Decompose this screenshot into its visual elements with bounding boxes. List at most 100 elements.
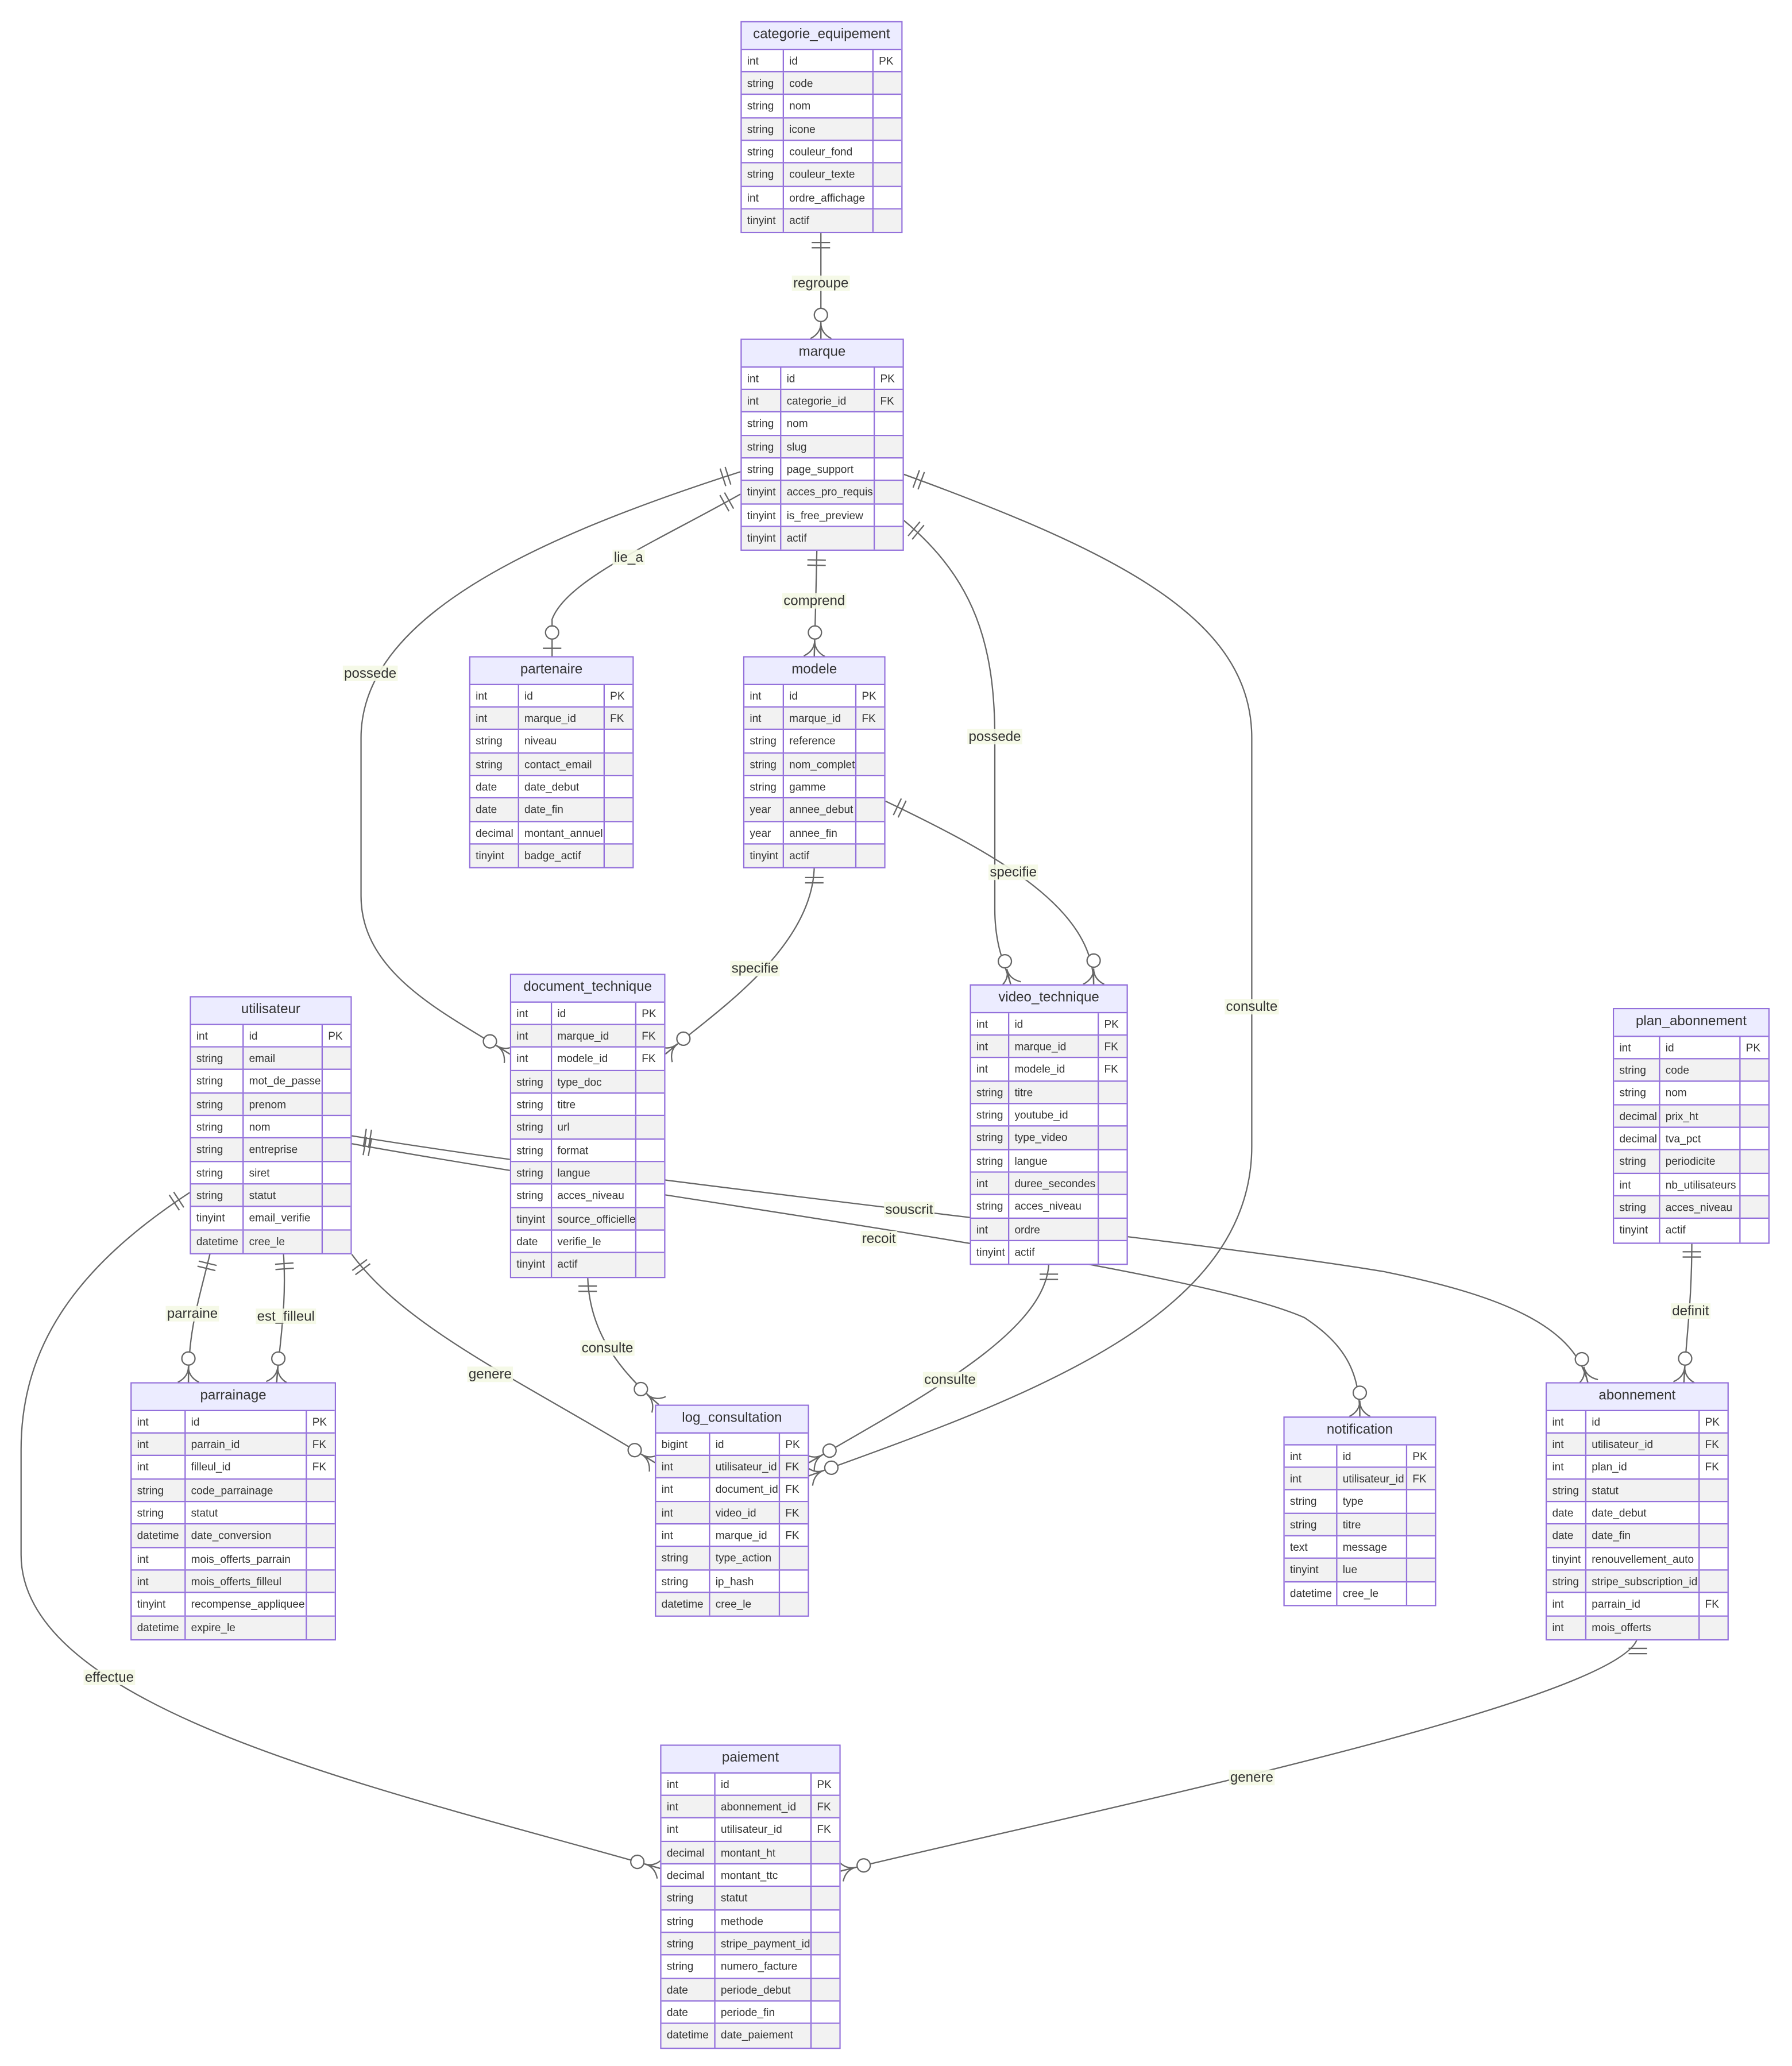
- attribute-name: id: [1586, 1410, 1700, 1432]
- edge-path: [20, 1191, 664, 1879]
- attribute-name: titre: [1338, 1513, 1408, 1535]
- attribute-name: slug: [781, 435, 875, 457]
- entity-title: categorie_equipement: [741, 22, 902, 50]
- attribute-key: PK: [880, 370, 895, 384]
- attribute-type: int: [132, 1410, 186, 1432]
- relationship-est-filleul: est_filleul: [256, 1250, 316, 1384]
- attribute-type: string: [742, 458, 782, 480]
- attribute-type: string: [511, 1116, 553, 1138]
- attribute-key: [1700, 1502, 1727, 1523]
- attribute-name: actif: [1660, 1219, 1741, 1242]
- attribute-type: int: [1285, 1468, 1338, 1489]
- relationship-consulte-document: consulte: [578, 1273, 666, 1413]
- attribute-type: string: [742, 95, 784, 117]
- attribute-type: string: [744, 775, 784, 798]
- attribute-type: string: [470, 753, 519, 775]
- attribute-type: datetime: [191, 1230, 244, 1253]
- attribute-name: periodicite: [1660, 1150, 1741, 1172]
- attribute-key: FK: [785, 1505, 800, 1519]
- edge-label-background: [1229, 1770, 1275, 1786]
- attribute-type: tinyint: [470, 844, 519, 868]
- attribute-name: date_fin: [1586, 1524, 1700, 1547]
- entity-title: plan_abonnement: [1614, 1009, 1768, 1037]
- attribute-name: actif: [784, 844, 857, 868]
- attribute-key: [307, 1570, 335, 1592]
- attribute-name: nom_complet: [784, 753, 857, 775]
- attribute-name: statut: [244, 1184, 323, 1206]
- attribute-name: id: [186, 1410, 307, 1432]
- attribute-key: [812, 1956, 839, 1977]
- attribute-name: acces_niveau: [1660, 1196, 1741, 1218]
- entity-title: paiement: [661, 1746, 840, 1773]
- attribute-type: int: [1547, 1433, 1587, 1455]
- attribute-type: date: [662, 2001, 716, 2023]
- attribute-key: PK: [817, 1777, 832, 1790]
- attribute-type: datetime: [656, 1593, 710, 1616]
- edge-label-background: [988, 864, 1038, 881]
- attribute-type: datetime: [132, 1524, 186, 1547]
- attribute-name: icone: [784, 118, 874, 140]
- attribute-name: filleul_id: [186, 1456, 307, 1478]
- attribute-name: actif: [1009, 1241, 1099, 1264]
- edge-label: consulte: [1226, 999, 1278, 1014]
- attribute-key: [812, 1841, 839, 1863]
- entity-title: parrainage: [132, 1383, 335, 1411]
- attribute-type: string: [191, 1093, 244, 1115]
- attribute-key: FK: [880, 393, 894, 407]
- attribute-name: utilisateur_id: [710, 1455, 781, 1478]
- attribute-name: date_debut: [1586, 1501, 1700, 1524]
- edge-path: [351, 1254, 661, 1472]
- attribute-key: FK: [1705, 1437, 1719, 1451]
- attribute-key: [874, 118, 901, 139]
- attribute-name: reference: [784, 730, 857, 752]
- attribute-key: PK: [328, 1028, 343, 1042]
- entity-title: partenaire: [470, 657, 633, 685]
- edge-label: effectue: [85, 1670, 134, 1685]
- attribute-key: [874, 141, 901, 162]
- attribute-type: int: [742, 366, 782, 389]
- attribute-type: int: [656, 1501, 710, 1523]
- attribute-key: [605, 844, 632, 867]
- attribute-name: utilisateur_id: [1338, 1468, 1408, 1489]
- attribute-key: [856, 730, 884, 751]
- attribute-key: [812, 2024, 839, 2047]
- attribute-type: int: [1614, 1036, 1660, 1058]
- attribute-name: gamme: [784, 775, 857, 798]
- attribute-name: nom: [1660, 1082, 1741, 1104]
- attribute-key: [875, 435, 902, 457]
- edge-path: [803, 1261, 1059, 1472]
- attribute-key: [1741, 1082, 1768, 1103]
- attribute-key: [1700, 1525, 1727, 1546]
- attribute-type: tinyint: [742, 504, 782, 526]
- edge-label-background: [730, 960, 780, 976]
- attribute-name: utilisateur_id: [1586, 1433, 1700, 1455]
- attribute-name: prix_ht: [1660, 1105, 1741, 1127]
- attribute-type: datetime: [662, 2024, 716, 2048]
- attribute-name: type_video: [1009, 1126, 1099, 1149]
- attribute-type: string: [971, 1126, 1010, 1149]
- attribute-key: [856, 776, 884, 797]
- attribute-name: nom: [784, 95, 874, 117]
- attribute-key: FK: [817, 1799, 831, 1813]
- attribute-key: PK: [879, 53, 894, 67]
- relationship-regroupe: regroupe: [791, 229, 850, 339]
- attribute-name: code_parrainage: [186, 1479, 307, 1501]
- attribute-key: [323, 1184, 350, 1206]
